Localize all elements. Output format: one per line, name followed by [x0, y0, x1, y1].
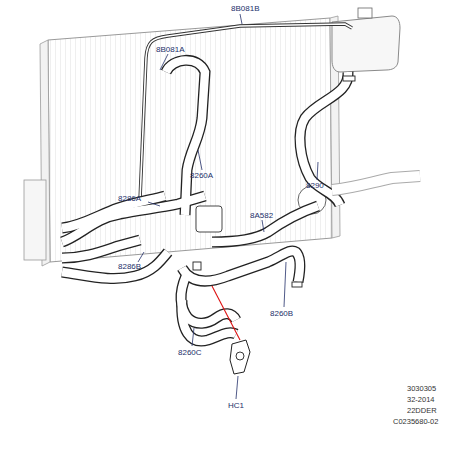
callout-number: 8286B [118, 262, 141, 271]
callout-number: HC1 [228, 401, 244, 410]
callout-number: 8A582 [250, 211, 273, 220]
reference-code: 22DDER [407, 406, 437, 415]
callout-number: 8B081A [156, 45, 184, 54]
callout-number: 8B081B [231, 4, 259, 13]
callout-number: 8260A [190, 171, 213, 180]
callout-number: 8260C [178, 348, 202, 357]
reference-code: C0235680-02 [393, 417, 438, 426]
reference-code: 3030305 [407, 384, 436, 393]
callout-number: 8290 [306, 181, 324, 190]
callout-number: 8260B [270, 309, 293, 318]
reference-code: 32-2014 [407, 395, 435, 404]
callout-number: 8286A [118, 194, 141, 203]
